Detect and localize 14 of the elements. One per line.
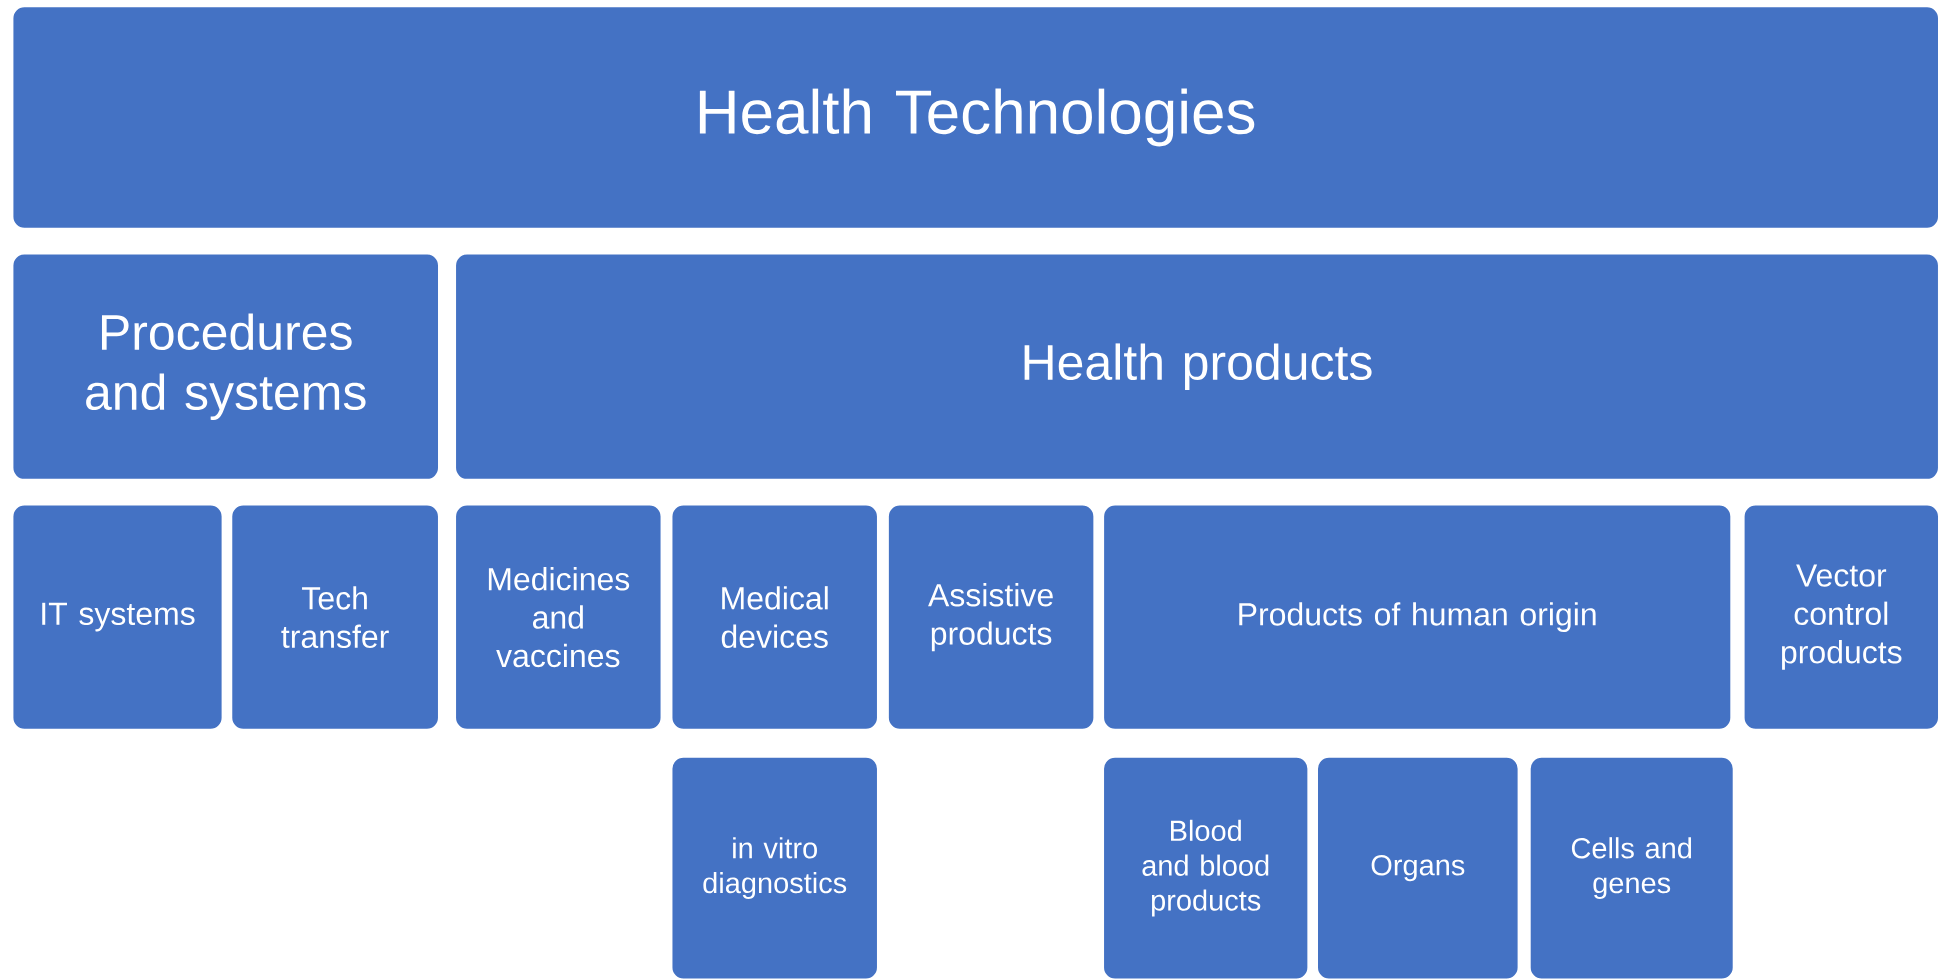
item-box: Medicines and vaccines — [454, 503, 663, 731]
category-box: Procedures and systems — [11, 252, 440, 481]
item-box: Assistive products — [886, 503, 1096, 731]
item-box: IT systems — [11, 503, 224, 731]
item-box: Medical devices — [670, 503, 879, 731]
item-box: in vitro diagnostics — [670, 755, 879, 980]
item-box: Products of human origin — [1102, 503, 1733, 731]
item-box: Cells and genes — [1528, 755, 1735, 980]
category-box: Health products — [454, 252, 1939, 481]
item-box: Tech transfer — [230, 503, 440, 731]
title-box: Health Technologies — [11, 5, 1939, 230]
item-box: Blood and blood products — [1102, 755, 1310, 980]
item-box: Organs — [1316, 755, 1520, 980]
item-box: Vector control products — [1742, 503, 1939, 731]
